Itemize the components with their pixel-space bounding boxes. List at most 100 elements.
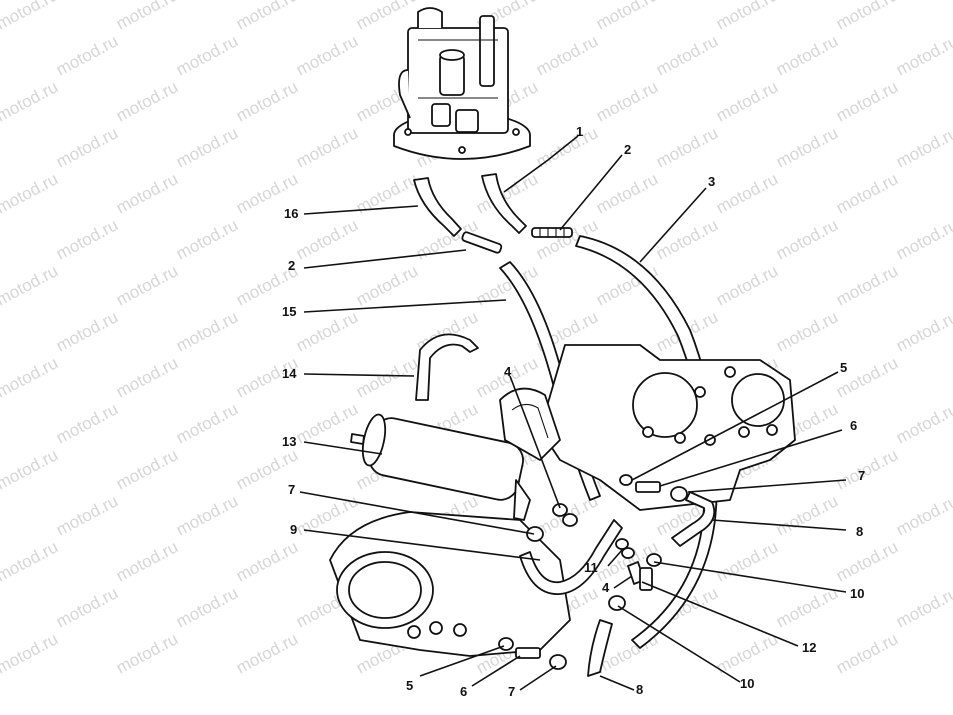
watermark-text: motod.ru <box>773 491 841 539</box>
watermark-text: motod.ru <box>173 215 241 263</box>
watermark-text: motod.ru <box>713 77 781 125</box>
watermark-text: motod.ru <box>53 123 121 171</box>
watermark-text: motod.ru <box>233 537 301 585</box>
fuel-pump-assembly <box>393 7 531 160</box>
watermark-text: motod.ru <box>773 31 841 79</box>
clamp-7-upper <box>670 486 688 502</box>
watermark-text: motod.ru <box>113 537 181 585</box>
connector-2-upper <box>531 227 573 238</box>
watermark-text: motod.ru <box>0 445 61 493</box>
callout-8: 8 <box>856 524 863 539</box>
watermark-text: motod.ru <box>113 353 181 401</box>
clamp-10-upper <box>646 553 662 567</box>
watermark-text: motod.ru <box>653 215 721 263</box>
watermark-text: motod.ru <box>0 583 1 631</box>
union-6-lower <box>515 647 541 659</box>
watermark-text: motod.ru <box>353 353 421 401</box>
watermark-text: motod.ru <box>773 215 841 263</box>
callout-7: 7 <box>508 684 515 699</box>
watermark-text: motod.ru <box>0 0 61 34</box>
watermark-text: motod.ru <box>233 629 301 677</box>
watermark-text: motod.ru <box>0 399 1 447</box>
callout-12: 12 <box>802 640 816 655</box>
watermark-text: motod.ru <box>53 307 121 355</box>
callout-9: 9 <box>290 522 297 537</box>
watermark-text: motod.ru <box>293 31 361 79</box>
watermark-text: motod.ru <box>293 215 361 263</box>
watermark-text: motod.ru <box>173 399 241 447</box>
watermark-text: motod.ru <box>593 0 661 34</box>
callout-11: 11 <box>584 560 598 575</box>
clamp-4-upper <box>552 503 578 527</box>
watermark-text: motod.ru <box>233 0 301 34</box>
watermark-text: motod.ru <box>113 261 181 309</box>
watermark-text: motod.ru <box>833 629 901 677</box>
watermark-text: motod.ru <box>0 31 1 79</box>
watermark-text: motod.ru <box>773 123 841 171</box>
watermark-text: motod.ru <box>353 261 421 309</box>
callout-4: 4 <box>504 364 512 379</box>
clamp-11 <box>615 538 635 559</box>
watermark-text: motod.ru <box>0 215 1 263</box>
watermark-text: motod.ru <box>53 583 121 631</box>
connector-2-lower <box>461 231 503 254</box>
watermark-text: motod.ru <box>833 0 901 34</box>
watermark-text: motod.ru <box>53 31 121 79</box>
watermark-text: motod.ru <box>293 123 361 171</box>
watermark-text: motod.ru <box>893 215 953 263</box>
callout-6: 6 <box>850 418 857 433</box>
bracket-14 <box>415 333 479 401</box>
hose-8-upper <box>671 491 716 547</box>
watermark-text: motod.ru <box>833 77 901 125</box>
callout-6: 6 <box>460 684 467 699</box>
callout-5: 5 <box>406 678 413 693</box>
watermark-text: motod.ru <box>713 629 781 677</box>
watermark-text: motod.ru <box>893 31 953 79</box>
callout-labels: 1 2 2 3 4 4 5 5 6 6 7 7 7 8 8 9 10 10 11… <box>282 124 865 699</box>
watermark-text: motod.ru <box>53 491 121 539</box>
watermark-text: motod.ru <box>893 307 953 355</box>
hose-8-lower <box>587 619 613 677</box>
callout-15: 15 <box>282 304 296 319</box>
watermark-text: motod.ru <box>173 123 241 171</box>
washer-5-upper <box>619 474 633 486</box>
union-12 <box>639 567 653 591</box>
callout-7: 7 <box>288 482 295 497</box>
watermark-text: motod.ru <box>713 169 781 217</box>
watermark-text: motod.ru <box>0 307 1 355</box>
watermark-text: motod.ru <box>533 31 601 79</box>
hose-3 <box>575 235 719 649</box>
hose-1 <box>481 173 527 234</box>
watermark-text: motod.ru <box>173 583 241 631</box>
watermark-text: motod.ru <box>593 169 661 217</box>
callout-3: 3 <box>708 174 715 189</box>
callout-1: 1 <box>576 124 583 139</box>
hose-9 <box>519 519 623 595</box>
watermark-text: motod.ru <box>53 399 121 447</box>
callout-14: 14 <box>282 366 297 381</box>
watermark-text: motod.ru <box>0 123 1 171</box>
callout-4: 4 <box>602 580 610 595</box>
watermark-text: motod.ru <box>0 169 61 217</box>
watermark-text: motod.ru <box>653 123 721 171</box>
watermark-text: motod.ru <box>0 353 61 401</box>
watermark-text: motod.ru <box>773 583 841 631</box>
watermark-text: motod.ru <box>0 261 61 309</box>
watermark-text: motod.ru <box>593 77 661 125</box>
clamp-7-left <box>526 526 544 542</box>
callout-8: 8 <box>636 682 643 697</box>
watermark-text: motod.ru <box>0 537 61 585</box>
watermark-text: motod.ru <box>833 537 901 585</box>
watermark-text: motod.ru <box>113 77 181 125</box>
watermark-text: motod.ru <box>173 307 241 355</box>
callout-7: 7 <box>858 468 865 483</box>
watermark-text: motod.ru <box>113 629 181 677</box>
leader-lines <box>299 135 847 691</box>
watermark-text: motod.ru <box>773 307 841 355</box>
watermark-text: motod.ru <box>173 491 241 539</box>
throttle-body <box>329 511 571 657</box>
watermark-text: motod.ru <box>0 629 61 677</box>
callout-16: 16 <box>284 206 298 221</box>
watermark-text: motod.ru <box>893 123 953 171</box>
